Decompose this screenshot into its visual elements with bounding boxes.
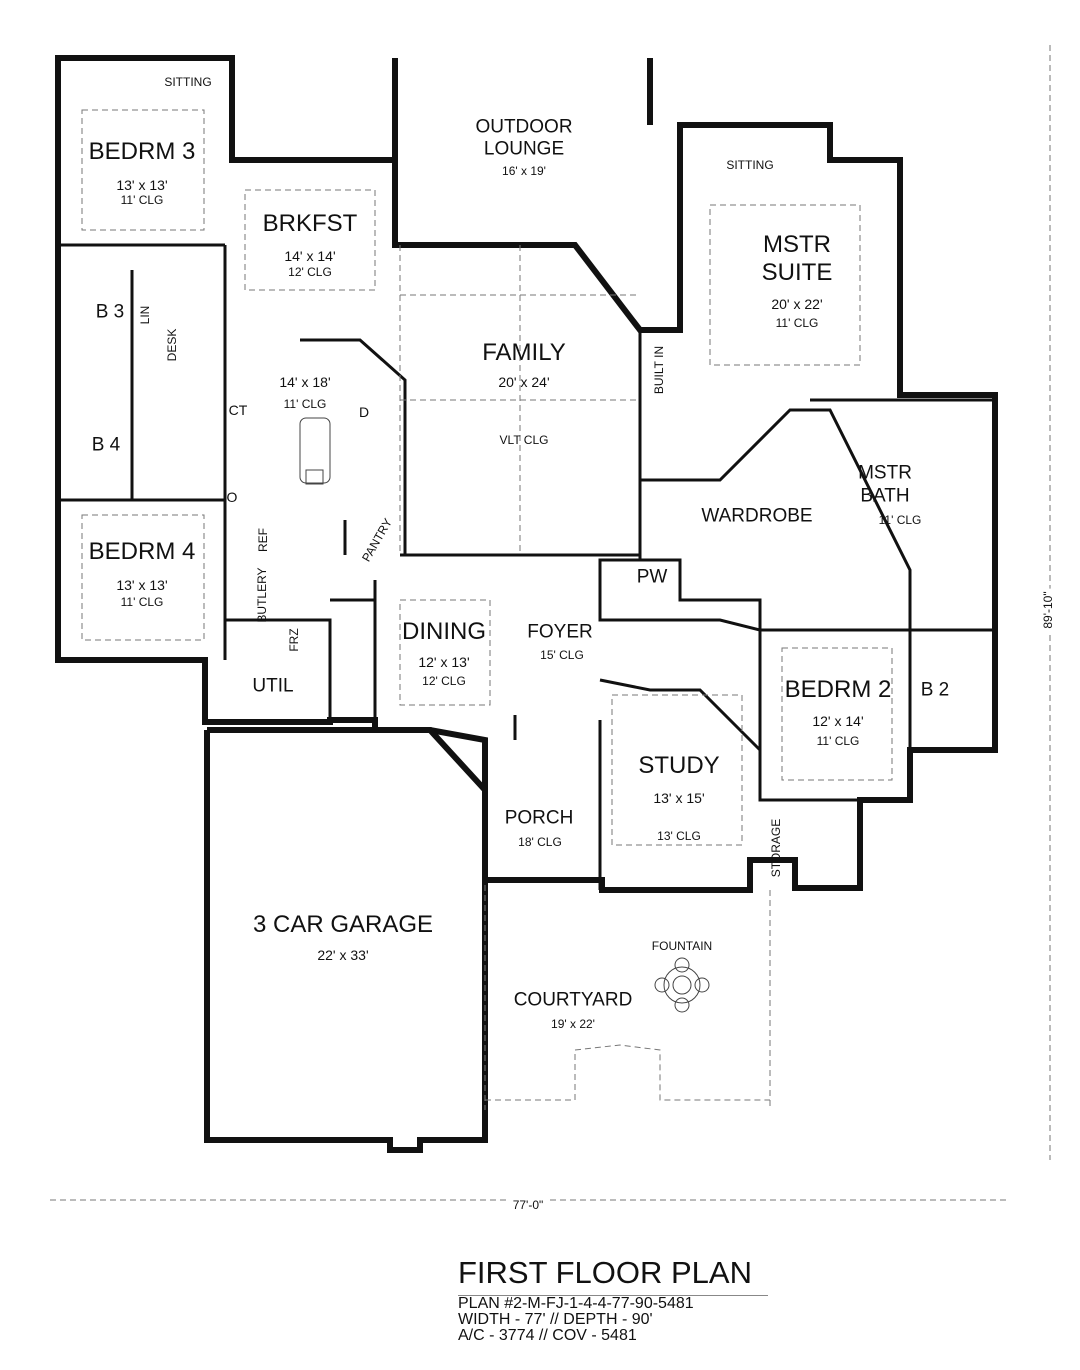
- study-size: 13' x 15': [653, 790, 705, 806]
- outdoor-lounge-name2: LOUNGE: [483, 138, 565, 160]
- bedrm4-clg: 11' CLG: [120, 595, 164, 609]
- brkfst-size: 14' x 14': [284, 248, 336, 264]
- mstr-bath-name1: MSTR: [858, 462, 912, 484]
- title-block: FIRST FLOOR PLAN PLAN #2-M-FJ-1-4-4-77-9…: [458, 1255, 768, 1344]
- mstr-bath-name2: BATH: [860, 485, 910, 507]
- mstr-suite-name2: SUITE: [761, 259, 833, 286]
- b2-label: B 2: [920, 679, 950, 701]
- garage-wall: [204, 727, 488, 1153]
- b4-label: B 4: [91, 434, 121, 456]
- storage-label: STORAGE: [769, 818, 783, 878]
- family-size: 20' x 24': [498, 374, 550, 390]
- interior-walls: [58, 243, 995, 890]
- wardrobe-label: WARDROBE: [701, 505, 813, 527]
- plan-title: FIRST FLOOR PLAN: [458, 1255, 768, 1296]
- built-in-label: BUILT IN: [652, 345, 666, 395]
- oven-label: O: [226, 489, 238, 505]
- plan-area: A/C - 3774 // COV - 5481: [458, 1327, 637, 1344]
- outdoor-lounge-size: 16' x 19': [502, 164, 546, 178]
- b3-label: B 3: [95, 301, 125, 323]
- garage-size: 22' x 33': [317, 947, 369, 963]
- courtyard-name: COURTYARD: [513, 989, 633, 1011]
- bedrm4-size: 13' x 13': [116, 577, 168, 593]
- kitchen-size: 14' x 18': [279, 374, 331, 390]
- family-name: FAMILY: [482, 339, 566, 366]
- garage-name: 3 CAR GARAGE: [252, 911, 434, 938]
- desk-label: DESK: [165, 328, 179, 362]
- mstr-suite-size: 20' x 22': [771, 296, 823, 312]
- lin-label: LIN: [138, 305, 152, 325]
- study-clg: 13' CLG: [657, 829, 701, 843]
- courtyard-size: 19' x 22': [551, 1017, 595, 1031]
- frz-label: FRZ: [287, 628, 301, 652]
- plan-number: PLAN #2-M-FJ-1-4-4-77-90-5481: [458, 1295, 694, 1312]
- ref-label: REF: [256, 528, 270, 552]
- sitting-right-label: SITTING: [726, 158, 774, 172]
- porch-name: PORCH: [504, 807, 574, 829]
- mstr-suite-name1: MSTR: [763, 231, 831, 258]
- study-name: STUDY: [638, 752, 720, 779]
- kitchen-island: [299, 417, 331, 485]
- fountain-icon: [654, 957, 710, 1013]
- sitting-left-label: SITTING: [164, 75, 212, 89]
- brkfst-name: BRKFST: [262, 210, 358, 237]
- util-label: UTIL: [252, 675, 294, 697]
- kitchen-clg: 11' CLG: [283, 397, 327, 411]
- bedrm2-name: BEDRM 2: [784, 676, 892, 703]
- mstr-bath-clg: 11' CLG: [878, 513, 922, 527]
- foyer-name: FOYER: [527, 621, 593, 643]
- cooktop-label: CT: [228, 402, 248, 418]
- exterior-wall: [55, 55, 998, 893]
- butlery-label: BUTLERY: [255, 567, 269, 623]
- plan-width-depth: WIDTH - 77' // DEPTH - 90': [458, 1311, 653, 1328]
- brkfst-clg: 12' CLG: [288, 265, 332, 279]
- bedrm3-name: BEDRM 3: [88, 138, 196, 165]
- bedrm2-size: 12' x 14': [812, 713, 864, 729]
- bedrm4-name: BEDRM 4: [88, 538, 196, 565]
- dining-size: 12' x 13': [418, 654, 470, 670]
- bedrm2-clg: 11' CLG: [816, 734, 860, 748]
- outdoor-lounge-name1: OUTDOOR: [475, 116, 573, 138]
- dishwasher-label: D: [358, 404, 370, 420]
- mstr-suite-clg: 11' CLG: [775, 316, 819, 330]
- depth-dimension: 89'-10": [1041, 588, 1055, 632]
- fountain-label: FOUNTAIN: [651, 939, 713, 953]
- dining-name: DINING: [402, 618, 486, 645]
- outdoor-lounge-wall: [392, 58, 653, 160]
- family-clg: VLT CLG: [499, 433, 549, 447]
- width-dimension: 77'-0": [509, 1199, 547, 1211]
- bedrm3-clg: 11' CLG: [120, 193, 164, 207]
- pw-label: PW: [636, 566, 668, 588]
- dining-clg: 12' CLG: [422, 674, 466, 688]
- porch-clg: 18' CLG: [518, 835, 562, 849]
- bedrm3-size: 13' x 13': [116, 177, 168, 193]
- foyer-clg: 15' CLG: [540, 648, 584, 662]
